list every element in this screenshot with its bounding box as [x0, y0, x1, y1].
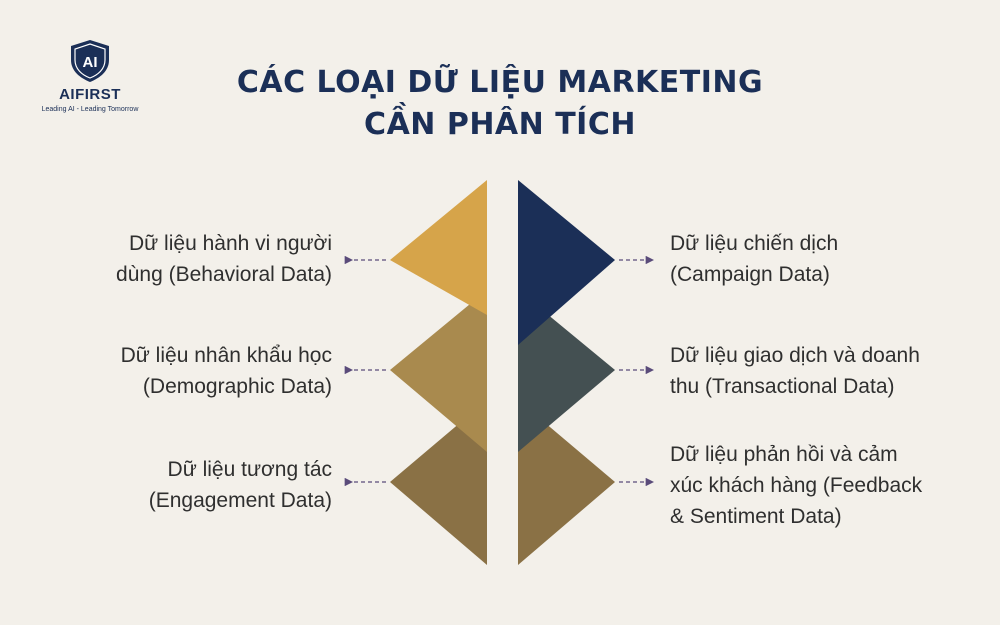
label-line: & Sentiment Data) — [670, 505, 842, 528]
label-behavioral-data: Dữ liệu hành vi người dùng (Behavioral D… — [116, 228, 332, 290]
brand-tagline: Leading AI - Leading Tomorrow — [41, 106, 139, 113]
label-line: (Demographic Data) — [142, 375, 332, 398]
label-line: (Campaign Data) — [670, 263, 830, 286]
left-triangle-1 — [390, 180, 487, 315]
right-triangle-3 — [518, 400, 615, 565]
label-line: dùng (Behavioral Data) — [116, 263, 332, 286]
label-campaign-data: Dữ liệu chiến dịch (Campaign Data) — [670, 228, 838, 290]
label-line: Dữ liệu tương tác — [167, 458, 332, 481]
label-line: Dữ liệu nhân khẩu học — [120, 344, 332, 367]
shield-logo-icon: AI — [71, 40, 109, 82]
logo-mark: AI — [83, 54, 98, 71]
label-line: (Engagement Data) — [148, 489, 332, 512]
left-triangle-3 — [390, 400, 487, 565]
label-demographic-data: Dữ liệu nhân khẩu học (Demographic Data) — [121, 340, 332, 402]
label-line: thu (Transactional Data) — [670, 375, 895, 398]
label-line: Dữ liệu phản hồi và cảm — [670, 443, 898, 466]
brand-name: AIFIRST — [59, 86, 121, 103]
label-line: Dữ liệu chiến dịch — [670, 232, 839, 255]
label-line: xúc khách hàng (Feedback — [670, 474, 923, 497]
page-title: CÁC LOẠI DỮ LIỆU MARKETING CẦN PHÂN TÍCH — [0, 62, 1000, 146]
label-line: Dữ liệu hành vi người — [129, 232, 332, 255]
label-line: Dữ liệu giao dịch và doanh — [670, 344, 920, 367]
label-feedback-sentiment-data: Dữ liệu phản hồi và cảm xúc khách hàng (… — [670, 439, 922, 532]
title-line-1: CÁC LOẠI DỮ LIỆU MARKETING — [236, 65, 764, 100]
title-line-2: CẦN PHÂN TÍCH — [364, 107, 636, 142]
right-triangle-2 — [518, 290, 615, 452]
right-triangle-1 — [518, 180, 615, 345]
label-engagement-data: Dữ liệu tương tác (Engagement Data) — [149, 454, 332, 516]
brand-logo: AI AIFIRST Leading AI - Leading Tomorrow — [30, 38, 150, 113]
left-triangle-2 — [390, 290, 487, 452]
label-transactional-data: Dữ liệu giao dịch và doanh thu (Transact… — [670, 340, 920, 402]
